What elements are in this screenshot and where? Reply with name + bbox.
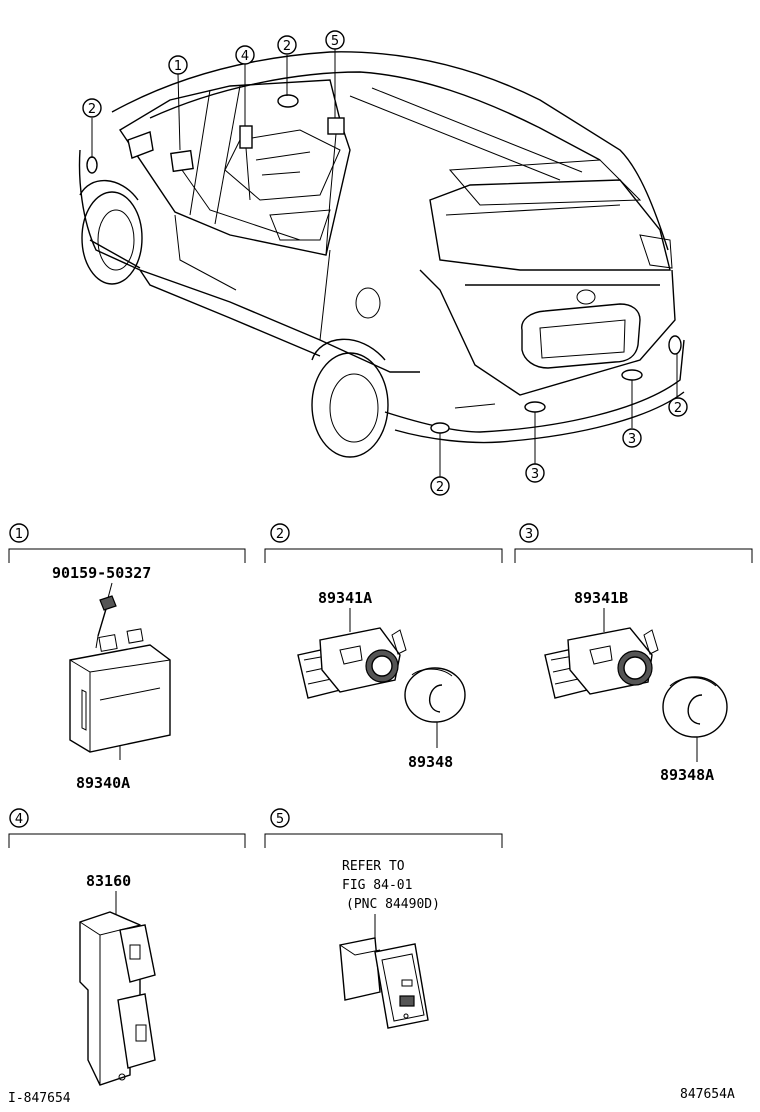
refer-line-1: REFER TO [342,859,405,874]
vehicle-illustration [78,51,685,458]
section-1-parts: 90159-50327 89340A [52,564,171,792]
callout-2-rear-corner: 2 [668,397,688,417]
control-unit-icon [69,628,171,760]
unit-part-number: 89340A [76,774,130,792]
refer-line-2: FIG 84-01 [342,878,412,893]
switch-part-number: 83160 [86,872,131,890]
section-2-header: 2 [264,523,503,563]
svg-text:2: 2 [674,401,682,416]
section-2-parts: 89341A 89348 [297,589,466,771]
refer-line-3: (PNC 84490D) [346,897,440,912]
bezel-ring-a-icon [404,667,466,723]
svg-text:2: 2 [436,480,444,495]
bezel-ring-b-icon [662,676,728,738]
sensor-b-icon [544,627,659,699]
callout-2-front: 2 [82,98,102,118]
callout-leaders [91,48,678,477]
svg-text:2: 2 [276,527,284,542]
svg-text:1: 1 [15,527,23,542]
footer-right-code: 847654A [680,1087,735,1102]
switch-button-icon [339,937,429,1029]
svg-text:4: 4 [15,812,23,827]
ring-a-part-number: 89348 [408,753,453,771]
svg-text:3: 3 [525,527,533,542]
section-4-parts: 83160 [79,872,156,1086]
section-1-header: 1 [8,523,246,563]
section-5-header: 5 [264,808,503,848]
svg-text:2: 2 [283,39,291,54]
callout-3-rear-center: 3 [525,463,545,483]
footer-left-code: I-847654 [8,1091,71,1106]
section-3-parts: 89341B 89348A [544,589,728,784]
svg-text:4: 4 [241,49,249,64]
bolt-icon [97,595,117,637]
section-4-header: 4 [8,808,246,848]
svg-text:3: 3 [531,467,539,482]
sensor-a-part-number: 89341A [318,589,372,607]
callout-4-top: 4 [235,45,255,65]
section-5-parts: REFER TO FIG 84-01 (PNC 84490D) [339,859,440,1029]
bolt-part-number: 90159-50327 [52,564,151,582]
svg-text:1: 1 [174,59,182,74]
svg-text:5: 5 [276,812,284,827]
svg-text:2: 2 [88,102,96,117]
section-3-header: 3 [514,523,753,563]
callout-5-top: 5 [325,30,345,50]
svg-text:5: 5 [331,34,339,49]
switch-panel-icon [79,911,156,1086]
ring-b-part-number: 89348A [660,766,714,784]
svg-text:3: 3 [628,432,636,447]
callout-2-rear-left: 2 [430,476,450,496]
callout-3-rear-right: 3 [622,428,642,448]
sensor-a-icon [297,627,407,699]
callout-2-roof: 2 [277,35,297,55]
callout-1-top: 1 [168,55,188,75]
sensor-b-part-number: 89341B [574,589,628,607]
